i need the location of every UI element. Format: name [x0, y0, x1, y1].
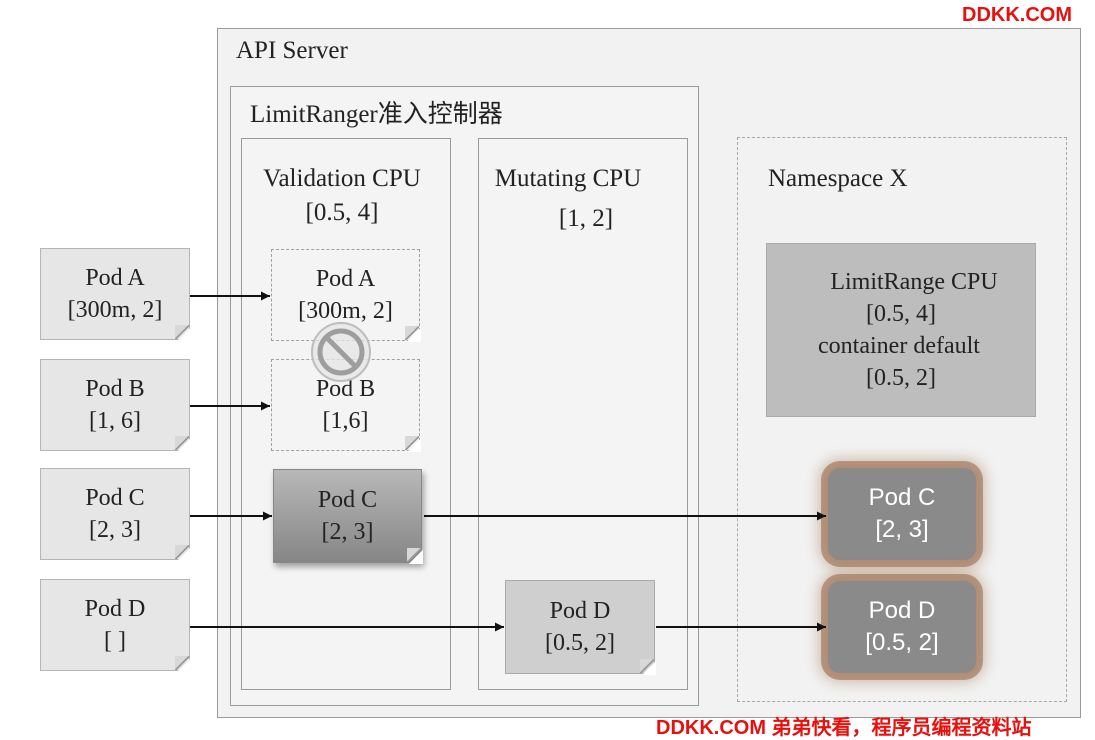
- validation-pod-c-spec: [2, 3]: [321, 519, 374, 545]
- validation-range: [0.5, 4]: [305, 199, 379, 226]
- input-pod-c-name: Pod C: [85, 485, 145, 511]
- validation-pod-a-name: Pod A: [315, 266, 376, 292]
- validation-pod-c: Pod C [2, 3]: [273, 469, 423, 564]
- mutating-pod-d: Pod D [0.5, 2]: [505, 580, 656, 675]
- input-pod-d-spec: [ ]: [104, 628, 126, 654]
- mutating-title: Mutating CPU: [494, 165, 642, 192]
- namespace-title: Namespace X: [768, 165, 908, 192]
- namespace-pod-d: Pod D [0.5, 2]: [828, 581, 976, 673]
- validation-title: Validation CPU: [263, 165, 421, 192]
- input-pod-d-name: Pod D: [84, 596, 146, 622]
- limitrange-range: [0.5, 4]: [866, 301, 936, 327]
- limitrange-title: LimitRange CPU: [830, 269, 998, 295]
- namespace-pod-d-spec: [0.5, 2]: [865, 629, 939, 656]
- mutating-pod-d-name: Pod D: [549, 598, 611, 624]
- mutating-range: [1, 2]: [558, 205, 614, 232]
- watermark-bottom: DDKK.COM 弟弟快看，程序员编程资料站: [656, 717, 1032, 739]
- prohibited-icon: [309, 320, 373, 384]
- namespace-pod-c-name: Pod C: [868, 484, 936, 511]
- input-pod-a-spec: [300m, 2]: [67, 297, 163, 323]
- validation-pod-a-spec: [300m, 2]: [298, 298, 393, 324]
- input-pod-b: Pod B [1, 6]: [40, 359, 191, 452]
- namespace-box: [737, 137, 1067, 702]
- limitrange-default-label: container default: [818, 333, 980, 359]
- namespace-pod-c: Pod C [2, 3]: [828, 468, 976, 560]
- watermark-top: DDKK.COM: [962, 4, 1072, 26]
- input-pod-d: Pod D [ ]: [40, 579, 191, 672]
- mutating-pod-d-spec: [0.5, 2]: [545, 630, 615, 656]
- limitrange-default-range: [0.5, 2]: [866, 365, 936, 391]
- validation-pod-b-spec: [1,6]: [322, 408, 369, 434]
- input-pod-b-name: Pod B: [85, 376, 145, 402]
- input-pod-a: Pod A [300m, 2]: [40, 248, 191, 341]
- input-pod-a-name: Pod A: [85, 265, 145, 291]
- input-pod-c: Pod C [2, 3]: [40, 468, 191, 561]
- namespace-pod-d-name: Pod D: [868, 597, 936, 624]
- limitrange-box: LimitRange CPU [0.5, 4] container defaul…: [766, 243, 1036, 417]
- api-server-title: API Server: [236, 37, 348, 64]
- input-pod-b-spec: [1, 6]: [89, 408, 141, 434]
- input-pod-c-spec: [2, 3]: [89, 517, 141, 543]
- validation-pod-c-name: Pod C: [317, 487, 378, 513]
- limit-ranger-title: LimitRanger准入控制器: [250, 101, 503, 128]
- namespace-pod-c-spec: [2, 3]: [875, 516, 929, 543]
